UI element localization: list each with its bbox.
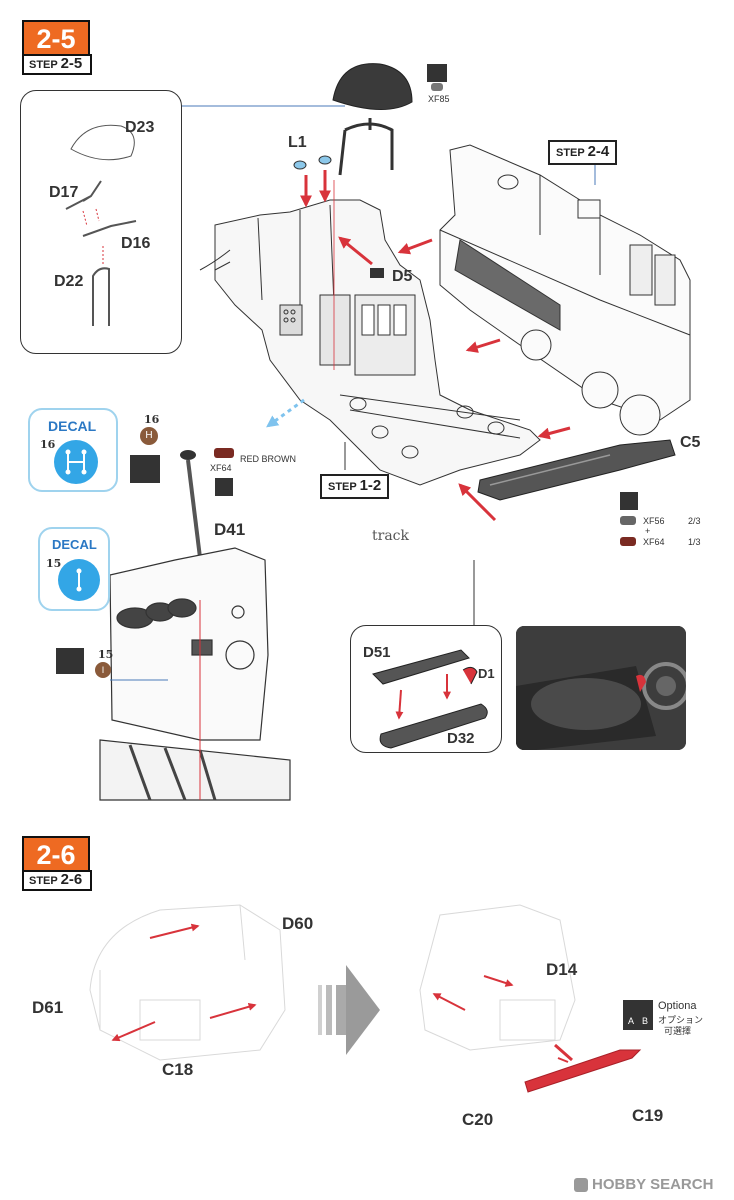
assembly-drawing-2-5	[99, 63, 691, 801]
step-label-num: 2-5	[60, 55, 83, 72]
part-label-l1: L1	[288, 134, 307, 151]
arrow-d60	[149, 923, 200, 939]
part-label-c19: C19	[632, 1106, 664, 1125]
paint-red-brown: RED BROWN	[240, 454, 296, 464]
assembly-arrows	[300, 170, 571, 522]
part-c5	[477, 439, 676, 501]
decal-16-tag-circle: H	[140, 427, 158, 445]
shift-pattern-icon	[65, 449, 87, 475]
watermark-logo	[574, 1178, 588, 1192]
part-label-d41: D41	[214, 520, 246, 539]
arrow-d14-a	[432, 993, 466, 1011]
paint-xf56-swatch	[620, 516, 636, 525]
reference-photo	[516, 626, 686, 750]
inset-drawing	[65, 124, 137, 326]
assembly-drawing-2-6	[89, 904, 642, 1093]
ref-prefix: STEP	[556, 147, 585, 159]
part-label-d32: D32	[447, 730, 475, 747]
arrow-d61	[111, 1021, 156, 1042]
part-label-d1: D1	[478, 666, 495, 681]
watermark-text: HOBBY SEARCH	[592, 1176, 714, 1193]
decal-title: DECAL	[52, 537, 97, 552]
part-c19-rail	[524, 1049, 642, 1093]
decal-apply-icon-2	[56, 648, 84, 674]
part-label-c18: C18	[162, 1060, 194, 1079]
step-2-5-label: STEP 2-5	[22, 54, 92, 75]
decal-16-card: DECAL 16	[28, 408, 118, 492]
step-2-6-label: STEP 2-6	[22, 870, 92, 891]
decal-15-tag-number: 15	[98, 648, 114, 661]
paint-red-brown-swatch	[214, 448, 234, 458]
paint-brush-icon-2	[215, 478, 233, 496]
chassis-body	[199, 199, 541, 486]
arrow-c20	[557, 1057, 569, 1063]
cab-closeup	[99, 547, 291, 801]
decal-apply-icon	[130, 455, 160, 483]
part-label-c5: C5	[680, 434, 701, 451]
transition-arrow	[318, 965, 380, 1055]
part-label-d22: D22	[54, 273, 84, 290]
optional-en: Optiona	[658, 1000, 697, 1012]
seat-part	[332, 63, 413, 176]
decal-16-tag-number: 16	[144, 413, 160, 426]
paint-xf64: XF64	[210, 463, 232, 473]
part-label-d60: D60	[282, 914, 314, 933]
decal-15-graphic	[58, 559, 100, 601]
inset-track-parts: D51 D1 D32	[350, 625, 502, 753]
decal-16-tag-letter: H	[145, 430, 153, 441]
step-label-prefix: STEP	[29, 875, 58, 887]
step-label-num: 2-6	[60, 871, 83, 888]
decal-number: 16	[40, 438, 56, 451]
upper-body-2-4	[439, 144, 691, 436]
decal-15-tag-letter: I	[101, 665, 105, 675]
optional-b: B	[642, 1016, 649, 1026]
paint-xf56-ratio: 2/3	[688, 516, 701, 526]
inset-seat-parts: D23 D17 D16 D22	[20, 90, 182, 354]
part-label-d16: D16	[121, 235, 151, 252]
ref-step-1-2: STEP 1-2	[320, 474, 390, 499]
part-label-c20: C20	[462, 1110, 494, 1129]
handwritten-note: track	[372, 528, 409, 544]
paint-mix-plus: +	[645, 526, 651, 536]
part-label-d51: D51	[363, 644, 391, 661]
part-l1-a	[293, 160, 307, 170]
step-2-6-badge: 2-6	[22, 836, 90, 872]
step-2-5-badge: 2-5	[22, 20, 90, 56]
part-d5	[370, 268, 384, 278]
paint-xf64-mix: XF64	[643, 537, 665, 547]
lever-mark-icon	[76, 568, 82, 592]
part-label-d61: D61	[32, 998, 64, 1017]
ref-step-2-4: STEP 2-4	[548, 140, 618, 165]
optional-jp: オプション	[658, 1015, 704, 1025]
paint-brush-icon-3	[620, 492, 638, 510]
decal-number: 15	[46, 557, 62, 570]
optional-a: A	[628, 1016, 635, 1026]
arrow-c18	[209, 1002, 257, 1019]
optional-cn: 可選擇	[664, 1026, 692, 1036]
decal-15-card: DECAL 15	[38, 527, 110, 611]
part-label-d17: D17	[49, 184, 79, 201]
paint-brush-icon	[427, 64, 447, 82]
photo-render	[516, 626, 686, 750]
part-label-d23: D23	[125, 119, 155, 136]
decal-15-tag-circle: I	[95, 662, 111, 678]
ref-num: 2-4	[587, 143, 610, 160]
optional-icon: A B	[623, 1000, 653, 1030]
track-parts-drawing	[372, 649, 488, 749]
paint-xf56: XF56	[643, 516, 665, 526]
decal-title: DECAL	[48, 418, 97, 434]
part-label-d5: D5	[392, 268, 413, 285]
part-label-d14: D14	[546, 960, 578, 979]
step-label-prefix: STEP	[29, 59, 58, 71]
paint-xf64-ratio: 1/3	[688, 537, 701, 547]
paint-xf85: XF85	[428, 94, 450, 104]
paint-xf64-swatch	[620, 537, 636, 546]
decal-16-graphic	[54, 440, 98, 484]
paint-swatch-icon	[431, 83, 443, 91]
arrow-d14-b	[483, 975, 514, 987]
ref-num: 1-2	[359, 477, 382, 494]
ref-prefix: STEP	[328, 481, 357, 493]
part-l1-b	[318, 155, 332, 165]
